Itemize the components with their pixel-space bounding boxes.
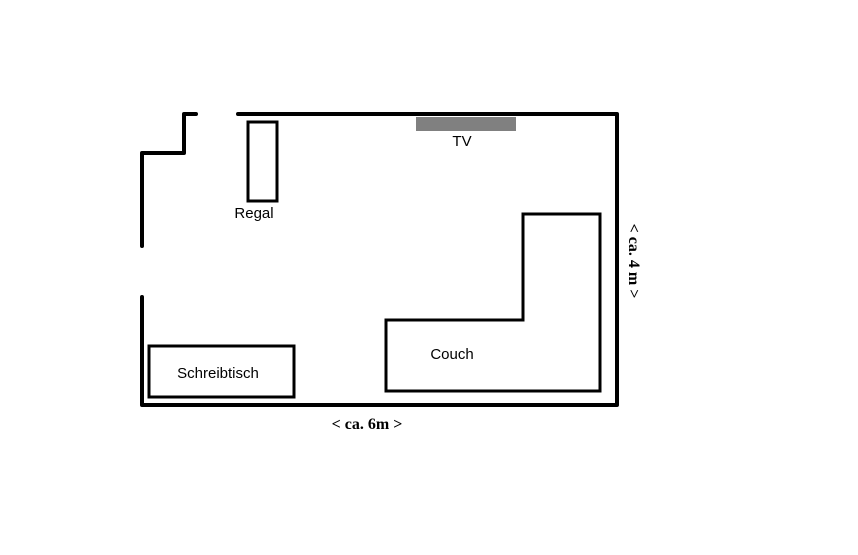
walls (140, 112, 619, 407)
width-dimension: < ca. 6m > (332, 416, 403, 433)
desk (147, 344, 296, 399)
couch-label: Couch (430, 346, 473, 363)
wall-entrance (140, 112, 198, 248)
wall-main (140, 112, 619, 407)
couch (384, 212, 602, 393)
tv (416, 117, 516, 131)
tv-label: TV (452, 133, 471, 150)
depth-dimension: < ca. 4 m > (625, 224, 642, 299)
shelf (246, 120, 279, 203)
shelf-label: Regal (234, 205, 273, 222)
desk-label: Schreibtisch (177, 365, 259, 382)
